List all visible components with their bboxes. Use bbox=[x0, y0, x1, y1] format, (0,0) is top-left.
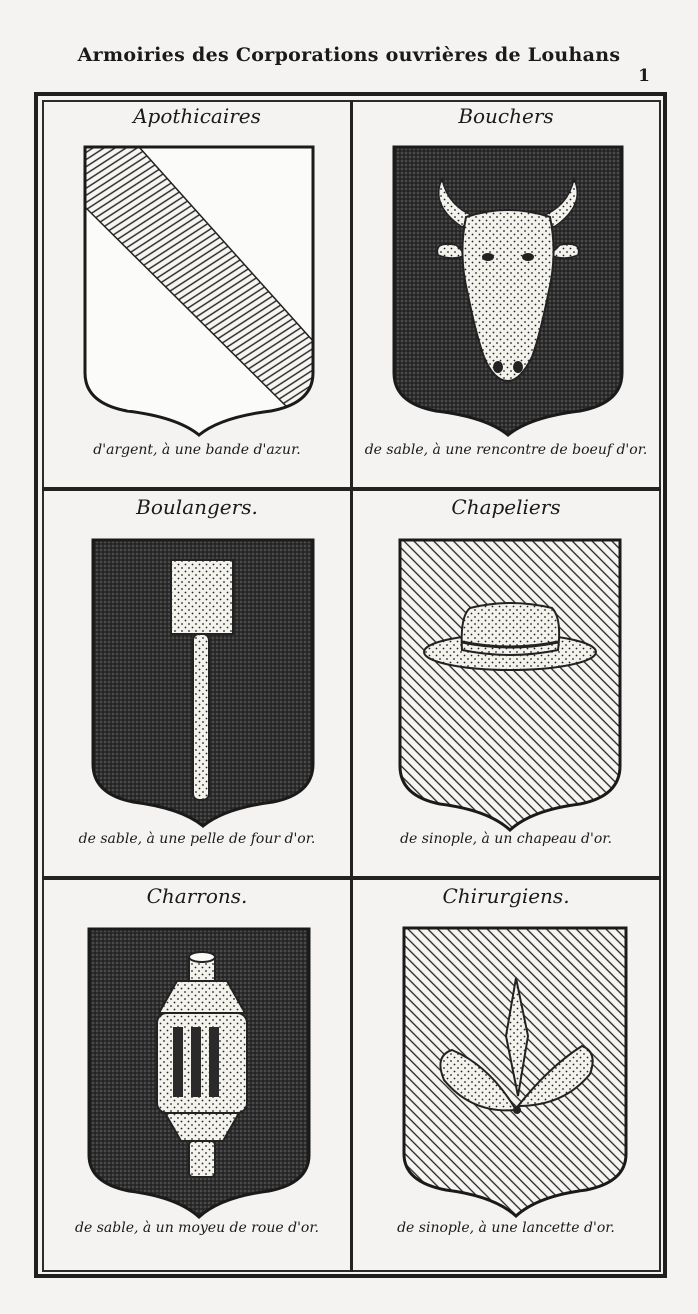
oven-peel-icon bbox=[91, 538, 315, 828]
arms-name: Bouchers bbox=[458, 104, 554, 128]
ox-head-icon bbox=[392, 145, 624, 437]
arms-blazon: de sinople, à un chapeau d'or. bbox=[400, 831, 612, 847]
arms-name: Boulangers. bbox=[136, 495, 258, 519]
arms-name: Chirurgiens. bbox=[442, 884, 570, 908]
horizontal-divider bbox=[42, 487, 661, 491]
arms-blazon: de sable, à une pelle de four d'or. bbox=[78, 831, 316, 847]
wheel-hub-icon bbox=[87, 927, 311, 1219]
arms-name: Chapeliers bbox=[451, 495, 561, 519]
lancet-icon bbox=[402, 926, 628, 1218]
arms-cell-boulangers: Boulangers. de sable, à une pelle de fou… bbox=[44, 491, 350, 876]
horizontal-divider bbox=[42, 876, 661, 880]
arms-cell-chirurgiens: Chirurgiens. de sinople, à une lancette … bbox=[353, 880, 659, 1272]
arms-blazon: de sable, à un moyeu de roue d'or. bbox=[75, 1220, 319, 1236]
page-number: 1 bbox=[638, 66, 650, 86]
arms-cell-chapeliers: Chapeliers de sinople, à un chapeau d'or… bbox=[353, 491, 659, 876]
arms-blazon: d'argent, à une bande d'azur. bbox=[93, 442, 301, 458]
arms-name: Apothicaires bbox=[133, 104, 261, 128]
hat-icon bbox=[398, 538, 622, 832]
arms-cell-bouchers: Bouchers de sable, à une rencontre de bo… bbox=[353, 100, 659, 486]
page-title: Armoiries des Corporations ouvrières de … bbox=[77, 44, 621, 66]
arms-cell-charrons: Charrons. de sable, à un moyeu de roue d… bbox=[44, 880, 350, 1272]
arms-cell-apothicaires: Apothicaires d'argent, à une bande d'azu… bbox=[44, 100, 350, 486]
arms-blazon: de sable, à une rencontre de boeuf d'or. bbox=[364, 442, 648, 458]
vertical-divider bbox=[350, 100, 353, 1272]
arms-name: Charrons. bbox=[146, 884, 248, 908]
bend-icon bbox=[83, 145, 315, 437]
arms-blazon: de sinople, à une lancette d'or. bbox=[397, 1220, 615, 1236]
plate-outer-frame bbox=[34, 92, 667, 1278]
